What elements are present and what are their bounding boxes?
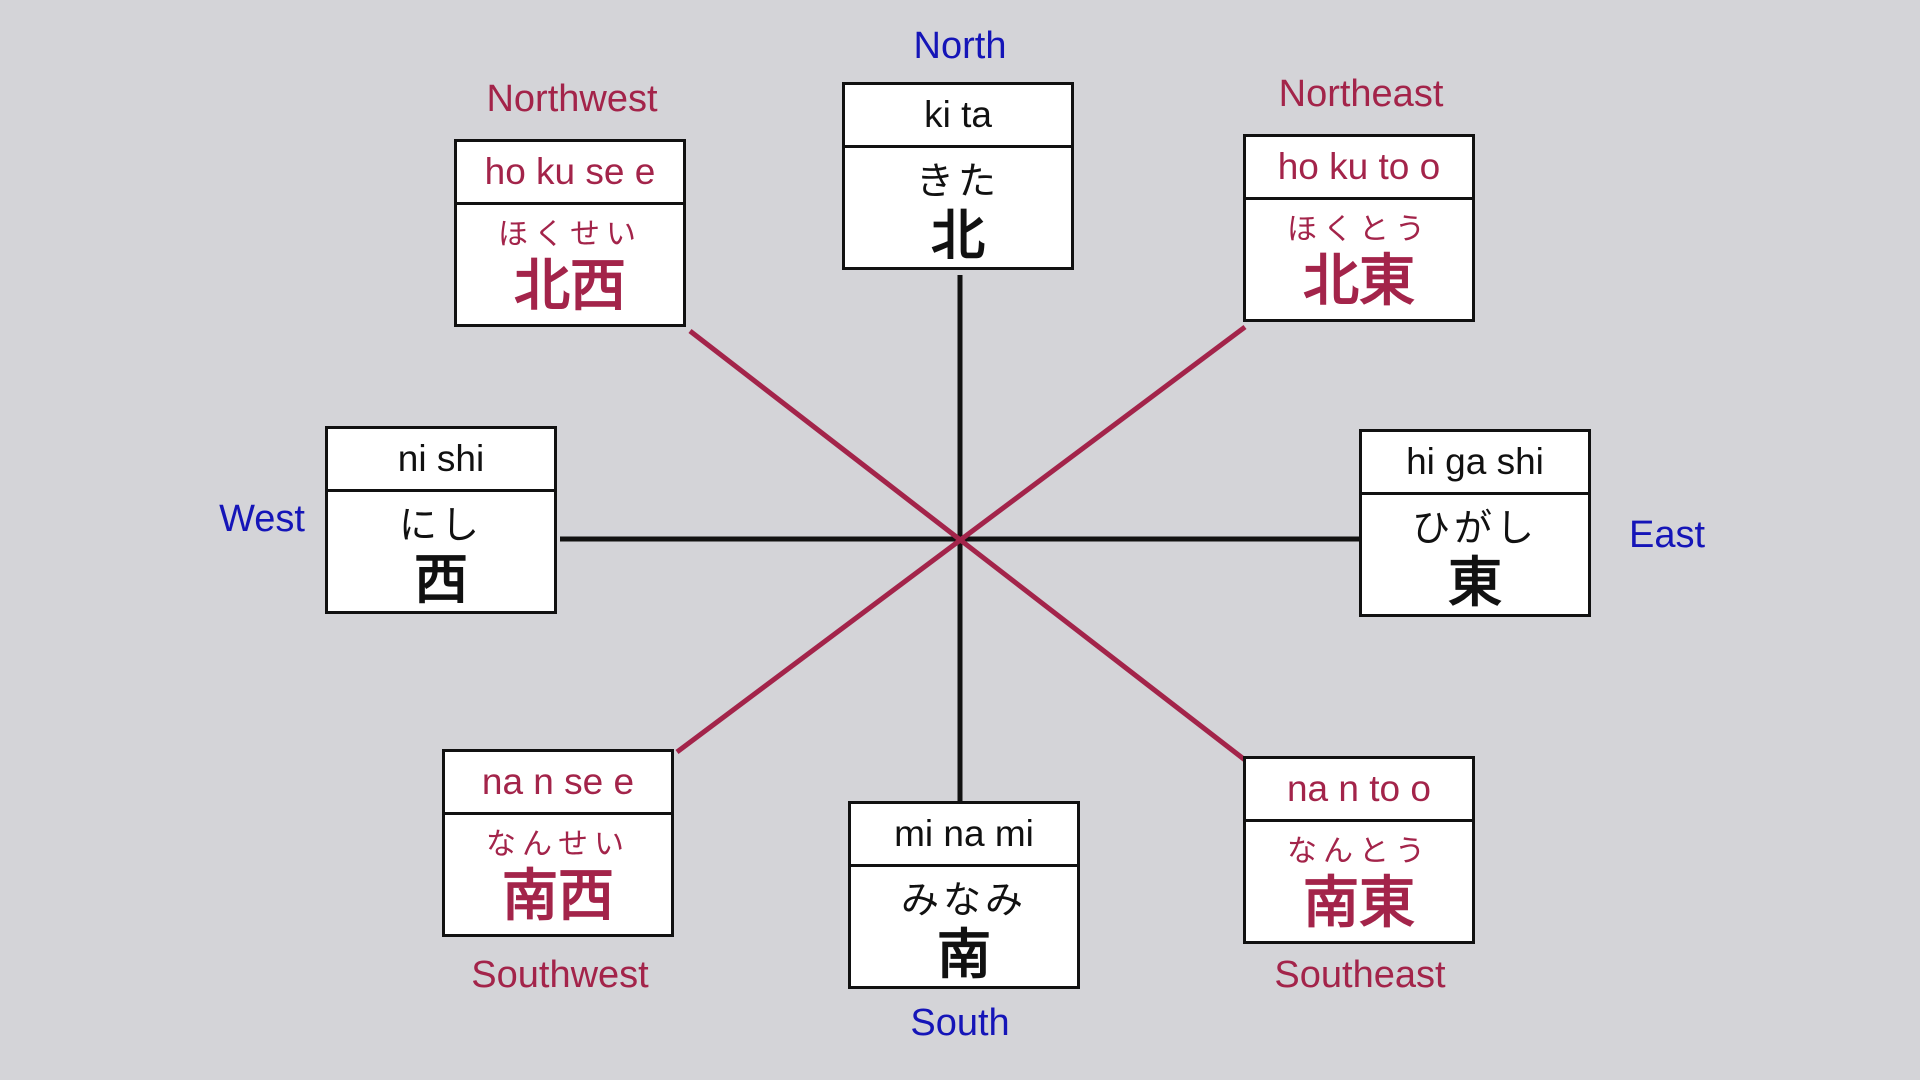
northeast-kana: ほくとう [1287,212,1431,247]
east-kana: ひがし [1411,506,1538,550]
northeast-label: Northeast [1278,73,1444,115]
west-label: West [219,498,305,540]
southwest-kana: なんせい [486,827,630,862]
northwest-kana: ほくせい [498,217,642,252]
west-kana: にし [398,503,483,547]
south-kanji: 南 [937,922,991,986]
northwest-label: Northwest [486,78,658,120]
northwest-southeast-line [688,329,1247,762]
south-label: South [910,1002,1010,1044]
west-romaji: ni shi [328,429,554,492]
east-romaji: hi ga shi [1362,432,1588,495]
northeast-southwest-line [675,324,1247,755]
east-label: East [1628,514,1706,556]
southwest-kanji: 南西 [502,863,614,929]
south-kana: みなみ [900,878,1027,922]
northeast-romaji: ho ku to o [1246,137,1472,200]
north-romaji: ki ta [845,85,1071,148]
northeast-kanji: 北東 [1303,248,1415,314]
southwest-romaji: na n se e [445,752,671,815]
west-kanji: 西 [414,547,468,611]
southeast-kanji: 南東 [1303,870,1415,936]
north-label: North [913,25,1007,67]
east-card: hi ga shi ひがし 東 [1359,429,1591,617]
south-romaji: mi na mi [851,804,1077,867]
south-card: mi na mi みなみ 南 [848,801,1080,989]
northwest-romaji: ho ku se e [457,142,683,205]
north-card: ki ta きた 北 [842,82,1074,270]
northeast-card: ho ku to o ほくとう 北東 [1243,134,1475,322]
northwest-card: ho ku se e ほくせい 北西 [454,139,686,327]
southeast-romaji: na n to o [1246,759,1472,822]
southeast-label: Southeast [1274,954,1446,996]
southeast-kana: なんとう [1287,834,1431,869]
north-kana: きた [915,159,1000,203]
southeast-card: na n to o なんとう 南東 [1243,756,1475,944]
north-kanji: 北 [931,203,985,267]
northwest-kanji: 北西 [514,253,626,319]
east-kanji: 東 [1448,550,1502,614]
southwest-card: na n se e なんせい 南西 [442,749,674,937]
southwest-label: Southwest [471,954,649,996]
west-card: ni shi にし 西 [325,426,557,614]
